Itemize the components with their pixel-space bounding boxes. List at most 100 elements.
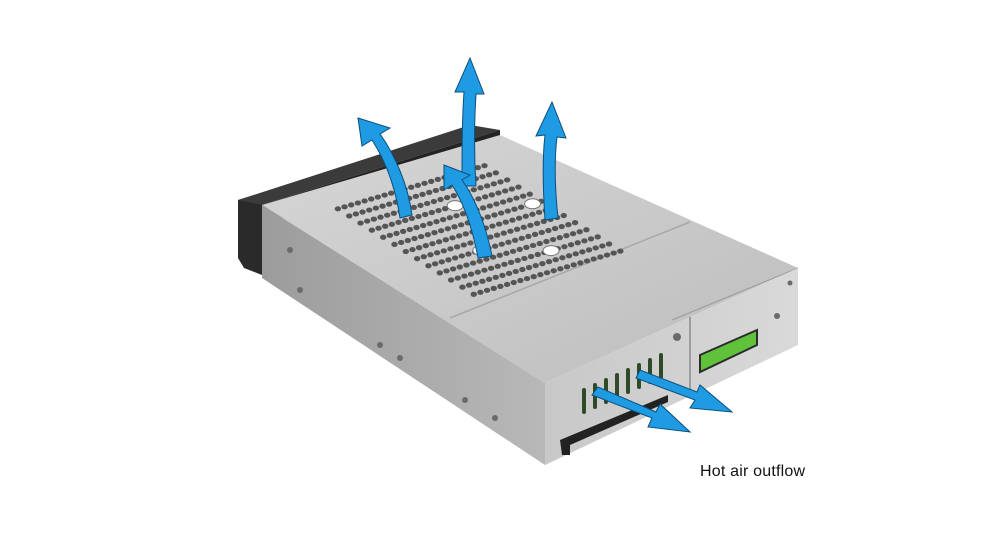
vent-hole <box>543 270 551 276</box>
vent-hole <box>534 251 541 258</box>
vent-hole <box>497 283 504 289</box>
vent-hole <box>454 275 461 281</box>
vent-hole <box>513 195 520 201</box>
vent-hole <box>381 192 388 198</box>
vent-hole <box>377 214 384 220</box>
vent-hole <box>457 222 465 228</box>
vent-hole <box>374 194 382 200</box>
vent-hole <box>442 237 450 243</box>
vent-hole <box>453 244 461 250</box>
vent-hole <box>465 282 473 288</box>
vent-hole <box>486 203 494 209</box>
mount-hole <box>446 200 464 212</box>
vent-hole <box>433 219 440 225</box>
vent-hole <box>503 177 511 183</box>
vent-hole <box>359 209 366 215</box>
vent-hole <box>402 248 410 255</box>
vent-hole <box>450 193 458 199</box>
front-face <box>545 268 798 465</box>
vent-hole <box>517 204 525 210</box>
vent-hole <box>364 218 371 224</box>
vent-hole <box>431 230 438 236</box>
vent-hole <box>488 192 496 198</box>
vent-hole <box>617 248 624 254</box>
vent-hole <box>565 222 572 228</box>
vent-hole <box>587 236 595 242</box>
vent-hole <box>440 248 447 254</box>
vent-hole <box>348 202 355 208</box>
vent-hole <box>381 223 389 229</box>
vent-hole <box>481 163 488 169</box>
vent-hole <box>549 236 557 243</box>
vent-hole <box>438 259 445 265</box>
vent-hole <box>429 241 436 247</box>
vent-hole <box>354 200 362 206</box>
vent-hole <box>479 278 486 284</box>
vent-hole <box>536 240 543 247</box>
sata-connector <box>699 328 758 374</box>
black-bezel <box>238 193 262 275</box>
vent-hole <box>395 219 402 225</box>
vent-hole <box>451 255 459 261</box>
vent-hole <box>463 262 470 268</box>
vent-hole <box>506 197 513 203</box>
vent-hole <box>386 232 394 238</box>
vent-hole <box>446 215 454 221</box>
vent-hole <box>494 263 501 269</box>
vent-hole <box>500 230 507 236</box>
vent-hole <box>459 284 466 290</box>
vent-hole <box>543 238 550 245</box>
vent-hole <box>426 220 434 227</box>
vent-hole <box>533 220 541 226</box>
vent-hole <box>522 213 529 219</box>
vent-hole <box>485 276 493 282</box>
vent-hole <box>399 228 407 234</box>
vent-hole <box>517 277 524 284</box>
vent-hole <box>569 231 577 237</box>
vent-hole <box>497 210 505 216</box>
vent-hole <box>397 239 405 246</box>
vent-hole <box>467 271 475 277</box>
vent-hole <box>424 232 432 238</box>
vent-hole <box>430 198 438 205</box>
vent-hole <box>383 212 391 218</box>
vent-hole <box>558 223 565 230</box>
vent-hole <box>434 176 442 182</box>
vent-hole <box>597 254 604 260</box>
vent-hole <box>492 170 500 176</box>
vent-hole <box>453 213 460 219</box>
vent-hole <box>483 256 490 262</box>
vent-hole <box>487 234 494 240</box>
vent-hole <box>427 178 435 184</box>
vent-hole <box>497 179 504 185</box>
vent-hole <box>390 210 398 216</box>
vent-hole <box>505 239 512 245</box>
hot-air-arrow-icon <box>443 164 493 259</box>
vent-hole <box>530 274 537 280</box>
vent-hole <box>481 267 488 273</box>
hot-air-arrow-icon <box>635 369 734 413</box>
vent-hole <box>441 206 449 212</box>
vent-hole <box>352 211 360 217</box>
vent-hole <box>523 244 530 250</box>
vent-hole <box>476 258 483 264</box>
vent-hole <box>538 229 545 236</box>
vent-hole <box>560 212 567 219</box>
vent-hole <box>520 224 527 230</box>
vent-hole <box>412 193 420 199</box>
vent-hole <box>366 207 373 213</box>
vent-hole <box>427 252 434 258</box>
vent-hole <box>529 211 536 217</box>
vent-hole <box>445 257 452 263</box>
vent-hole <box>421 211 429 218</box>
vent-hole <box>469 260 477 266</box>
vent-hole <box>490 285 497 291</box>
vent-hole <box>563 233 570 239</box>
vent-slot <box>615 373 619 399</box>
vent-hole <box>435 239 443 245</box>
vent-hole <box>439 217 447 223</box>
vent-hole <box>415 245 423 251</box>
vent-hole <box>551 225 559 232</box>
vent-hole <box>433 250 441 256</box>
